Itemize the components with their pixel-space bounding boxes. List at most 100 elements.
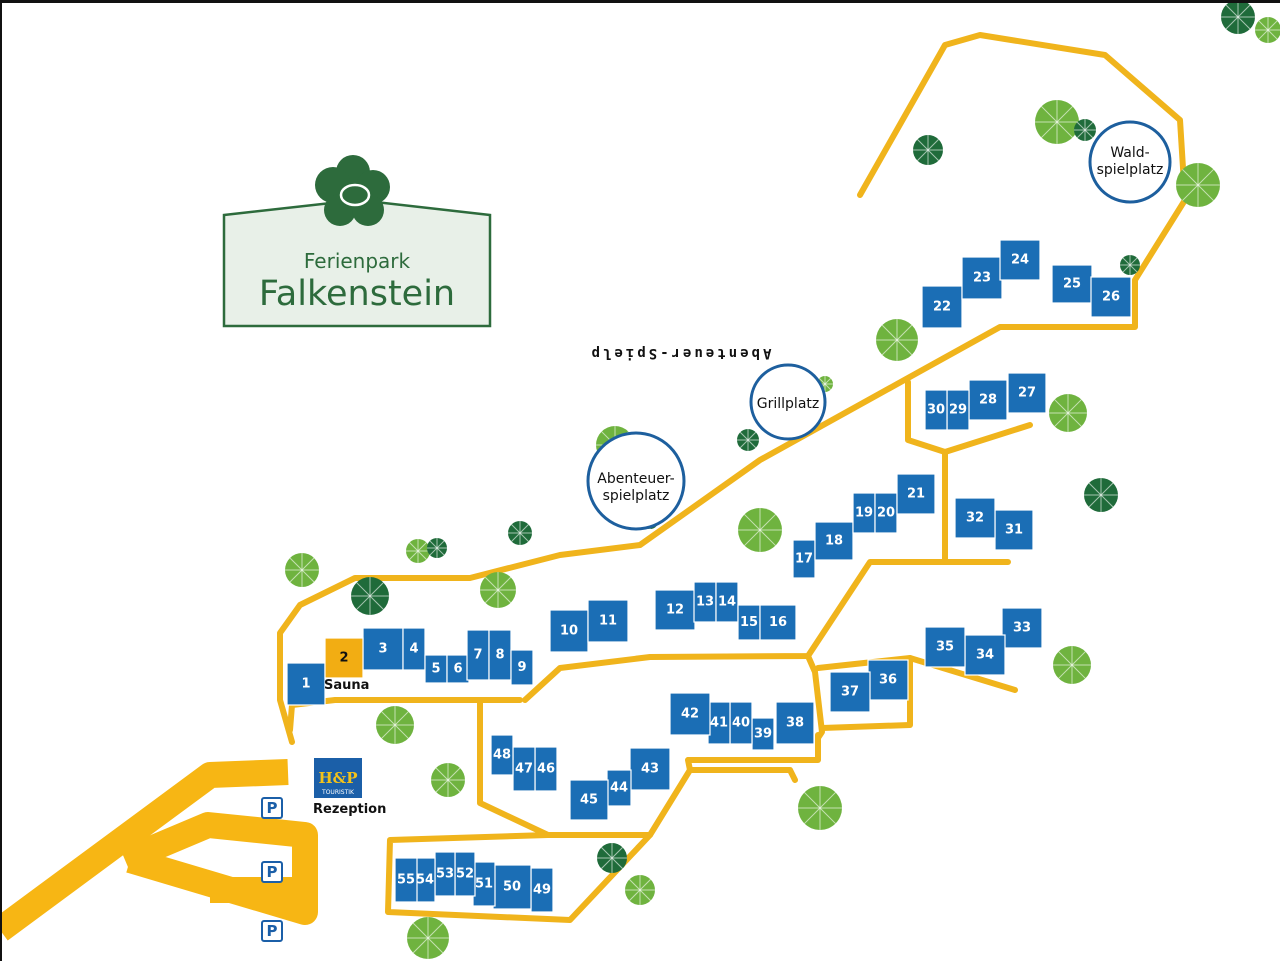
tree-icon: [625, 875, 655, 905]
house-33[interactable]: [1001, 607, 1043, 649]
house-50[interactable]: [492, 864, 532, 910]
house-number: 19: [855, 506, 873, 521]
house-number: 36: [879, 673, 897, 688]
sauna[interactable]: 2 Sauna: [324, 637, 369, 693]
house-22[interactable]: [921, 285, 963, 329]
parking-1[interactable]: P: [261, 797, 283, 819]
house-number: 12: [666, 603, 684, 618]
tree-icon: [1084, 478, 1118, 512]
brand-name-line2: Falkenstein: [259, 274, 455, 314]
house-number: 42: [681, 707, 699, 722]
house-number: 45: [580, 793, 598, 808]
playground-grillplatz[interactable]: Grillplatz: [749, 363, 827, 441]
sauna-number: 2: [339, 651, 348, 666]
house-number: 49: [533, 883, 551, 898]
house-35[interactable]: [924, 626, 966, 668]
house-number: 51: [475, 877, 493, 892]
house-number: 38: [786, 716, 804, 731]
house-43[interactable]: [629, 747, 671, 791]
tree-icon: [876, 319, 918, 361]
house-number: 22: [933, 300, 951, 315]
house-number: 7: [473, 648, 482, 663]
tree-icon: [351, 577, 389, 615]
house-number: 28: [979, 393, 997, 408]
tree-icon: [407, 917, 449, 959]
house-9[interactable]: [510, 649, 534, 686]
tree-icon: [737, 429, 759, 451]
playground-label-line: Grillplatz: [757, 396, 819, 412]
house-number: 26: [1102, 290, 1120, 305]
house-27[interactable]: [1007, 372, 1047, 414]
house-number: 29: [949, 403, 967, 418]
house-number: 6: [453, 662, 462, 677]
hp-touristik-logo: [314, 758, 362, 798]
house-number: 52: [456, 867, 474, 882]
reception-label: Rezeption: [313, 802, 386, 817]
house-number: 34: [976, 648, 994, 663]
house-45[interactable]: [569, 779, 609, 821]
reception[interactable]: H&P TOURISTIK Rezeption: [313, 758, 386, 817]
house-number: 18: [825, 534, 843, 549]
playground-waldspielplatz[interactable]: Wald- spielplatz: [1088, 120, 1172, 204]
house-48[interactable]: [490, 734, 514, 776]
sauna-label: Sauna: [324, 678, 369, 693]
house-34[interactable]: [964, 634, 1006, 676]
house-number: 21: [907, 487, 925, 502]
tree-icon: [913, 135, 943, 165]
house-16[interactable]: [759, 604, 797, 641]
house-36[interactable]: [867, 659, 909, 701]
house-number: 11: [599, 614, 617, 629]
parking-icon: P: [267, 922, 278, 940]
tree-icon: [1120, 255, 1140, 275]
house-11[interactable]: [587, 599, 629, 643]
house-number: 31: [1005, 523, 1023, 538]
house-number: 35: [936, 640, 954, 655]
house-24[interactable]: [999, 239, 1041, 281]
playground-abenteuerspielplatz[interactable]: Abenteuer- spielplatz: [586, 431, 686, 531]
sauna-building[interactable]: [324, 637, 364, 679]
house-42[interactable]: [669, 692, 711, 736]
house-4[interactable]: [402, 627, 426, 671]
tree-icon: [798, 786, 842, 830]
house-18[interactable]: [814, 521, 854, 561]
house-number: 27: [1018, 386, 1036, 401]
playground-label-line: Wald-: [1110, 145, 1149, 161]
tree-icon: [376, 706, 414, 744]
tree-icon: [597, 843, 627, 873]
tree-icon: [1049, 394, 1087, 432]
house-number: 32: [966, 511, 984, 526]
house-number: 37: [841, 685, 859, 700]
house-number: 25: [1063, 277, 1081, 292]
house-number: 15: [740, 615, 758, 630]
house-23[interactable]: [961, 256, 1003, 300]
tree-icon: [1074, 119, 1096, 141]
house-number: 1: [301, 677, 310, 692]
house-32[interactable]: [954, 497, 996, 539]
house-44[interactable]: [606, 769, 632, 807]
trees: [285, 0, 1280, 959]
house-14[interactable]: [715, 581, 739, 623]
house-31[interactable]: [994, 509, 1034, 551]
house-21[interactable]: [896, 473, 936, 515]
house-37[interactable]: [829, 671, 871, 713]
house-3[interactable]: [362, 627, 404, 671]
house-number: 5: [431, 662, 440, 677]
house-number: 46: [537, 762, 555, 777]
parking-3[interactable]: P: [261, 920, 283, 942]
house-number: 30: [927, 403, 945, 418]
house-number: 16: [769, 615, 787, 630]
house-25[interactable]: [1051, 264, 1093, 304]
house-30[interactable]: [924, 389, 948, 431]
house-number: 48: [493, 748, 511, 763]
parking-2[interactable]: P: [261, 861, 283, 883]
house-38[interactable]: [775, 701, 815, 745]
playground-label-line: spielplatz: [603, 488, 670, 504]
playground-label-line: spielplatz: [1097, 162, 1164, 178]
house-26[interactable]: [1090, 276, 1132, 318]
house-number: 40: [732, 716, 750, 731]
logo-top-text: H&P: [319, 769, 358, 787]
house-1[interactable]: [286, 662, 326, 706]
house-55[interactable]: [394, 857, 418, 903]
